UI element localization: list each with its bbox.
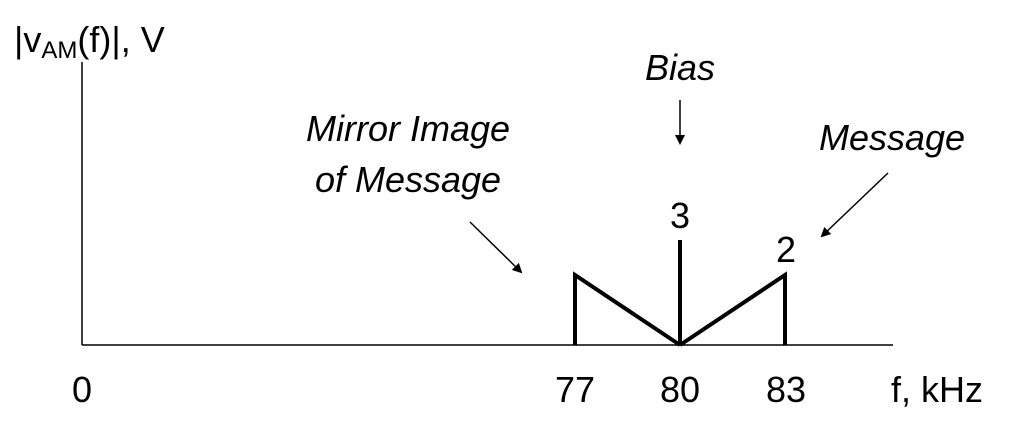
message-arrow (820, 172, 889, 238)
origin-label: 0 (72, 369, 92, 410)
x-axis-label: f, kHz (891, 369, 983, 410)
mirror-annotation-line2: of Message (315, 159, 501, 200)
y-axis-label: |vAM(f)|, V (14, 19, 165, 64)
x-tick-label-83: 83 (766, 369, 806, 410)
mirror-image-spectrum (573, 271, 682, 347)
y-axis-label-suffix: (f)|, V (77, 19, 164, 60)
bias-value-label: 3 (670, 195, 690, 236)
message-peak-label: 2 (776, 229, 796, 270)
mirror-arrow (469, 221, 523, 274)
mirror-annotation-line1: Mirror Image (306, 108, 510, 149)
bias-annotation: Bias (645, 47, 715, 88)
message-spectrum (678, 271, 787, 347)
x-tick-label-80: 80 (660, 369, 700, 410)
y-axis-label-subscript: AM (41, 37, 77, 64)
x-tick-label-77: 77 (555, 369, 595, 410)
y-axis-label-prefix: |v (14, 19, 41, 60)
message-annotation: Message (819, 117, 965, 158)
